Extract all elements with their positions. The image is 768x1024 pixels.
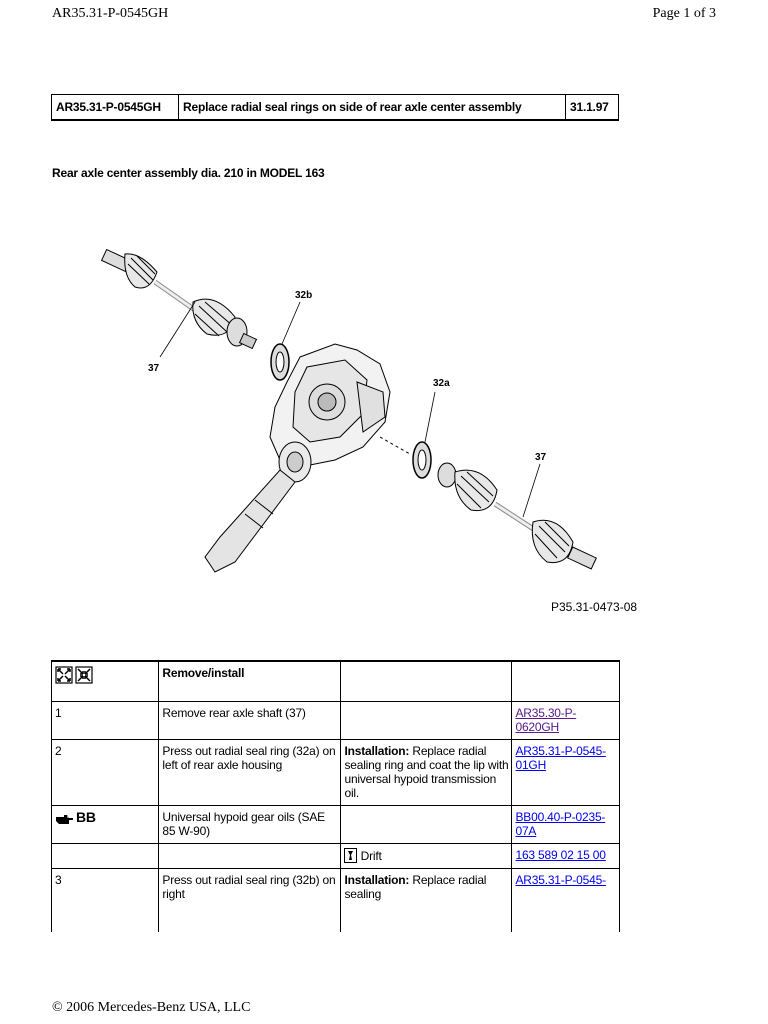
- doc-code: AR35.31-P-0545GH: [51, 94, 179, 121]
- remove-install-icon: [55, 666, 93, 684]
- header-notes: [340, 660, 513, 702]
- bb-marker: BB: [76, 809, 96, 825]
- step-note: Installation: Replace radial sealing: [340, 868, 513, 933]
- table-row: BB Universal hypoid gear oils (SAE 85 W-…: [51, 805, 620, 844]
- page-header-doc-id: AR35.31-P-0545GH: [52, 6, 169, 21]
- step-number: 1: [51, 701, 160, 740]
- step-note: [340, 805, 513, 844]
- step-note: [340, 701, 513, 740]
- doc-title: Replace radial seal rings on side of rea…: [178, 94, 566, 121]
- section-subtitle: Rear axle center assembly dia. 210 in MO…: [52, 166, 325, 180]
- header-icons: [51, 660, 160, 702]
- step-number: 2: [51, 739, 160, 806]
- doc-link[interactable]: AR35.31-P-0545-: [515, 873, 606, 887]
- step-action: Universal hypoid gear oils (SAE 85 W-90): [158, 805, 342, 844]
- step-action: Remove rear axle shaft (37): [158, 701, 342, 740]
- figure-reference: P35.31-0473-08: [551, 600, 638, 614]
- label-37-right: 37: [535, 452, 547, 463]
- label-37-left: 37: [148, 363, 160, 374]
- propeller-shaft: [204, 469, 296, 573]
- step-number: 3: [51, 868, 160, 933]
- table-row: Drift 163 589 02 15 00: [51, 843, 620, 869]
- left-drive-shaft: [100, 248, 258, 350]
- special-tool-icon: [344, 848, 358, 863]
- step-note: Drift: [340, 843, 513, 869]
- exploded-view-figure: 37 32b 32a 37: [100, 248, 597, 573]
- doc-link[interactable]: BB00.40-P-0235-07A: [515, 810, 606, 838]
- header-action: Remove/install: [158, 660, 342, 702]
- header-links: [511, 660, 620, 702]
- procedure-table: Remove/install 1 Remove rear axle shaft …: [51, 660, 620, 933]
- operating-fluids-cell: BB: [51, 805, 160, 844]
- step-action: Press out radial seal ring (32b) on righ…: [158, 868, 342, 933]
- doc-date: 31.1.97: [565, 94, 619, 121]
- document-title-table: AR35.31-P-0545GH Replace radial seal rin…: [51, 94, 619, 121]
- table-header-row: Remove/install: [51, 660, 620, 702]
- step-action: [158, 843, 342, 869]
- table-row: 3 Press out radial seal ring (32b) on ri…: [51, 868, 620, 933]
- table-row: 2 Press out radial seal ring (32a) on le…: [51, 739, 620, 806]
- tool-link[interactable]: 163 589 02 15 00: [515, 848, 606, 862]
- right-drive-shaft: [379, 436, 597, 570]
- copyright-footer: © 2006 Mercedes-Benz USA, LLC: [52, 1000, 251, 1015]
- doc-link[interactable]: AR35.31-P-0545-01GH: [515, 744, 606, 772]
- page-number: Page 1 of 3: [652, 6, 716, 21]
- label-32b: 32b: [295, 290, 312, 301]
- step-action: Press out radial seal ring (32a) on left…: [158, 739, 342, 806]
- pointing-hand-icon: [56, 814, 73, 824]
- table-row: 1 Remove rear axle shaft (37) AR35.30-P-…: [51, 701, 620, 740]
- step-number: [51, 843, 160, 869]
- label-32a: 32a: [433, 378, 450, 389]
- doc-link[interactable]: AR35.30-P-0620GH: [515, 706, 577, 734]
- step-note: Installation: Replace radial sealing rin…: [340, 739, 513, 806]
